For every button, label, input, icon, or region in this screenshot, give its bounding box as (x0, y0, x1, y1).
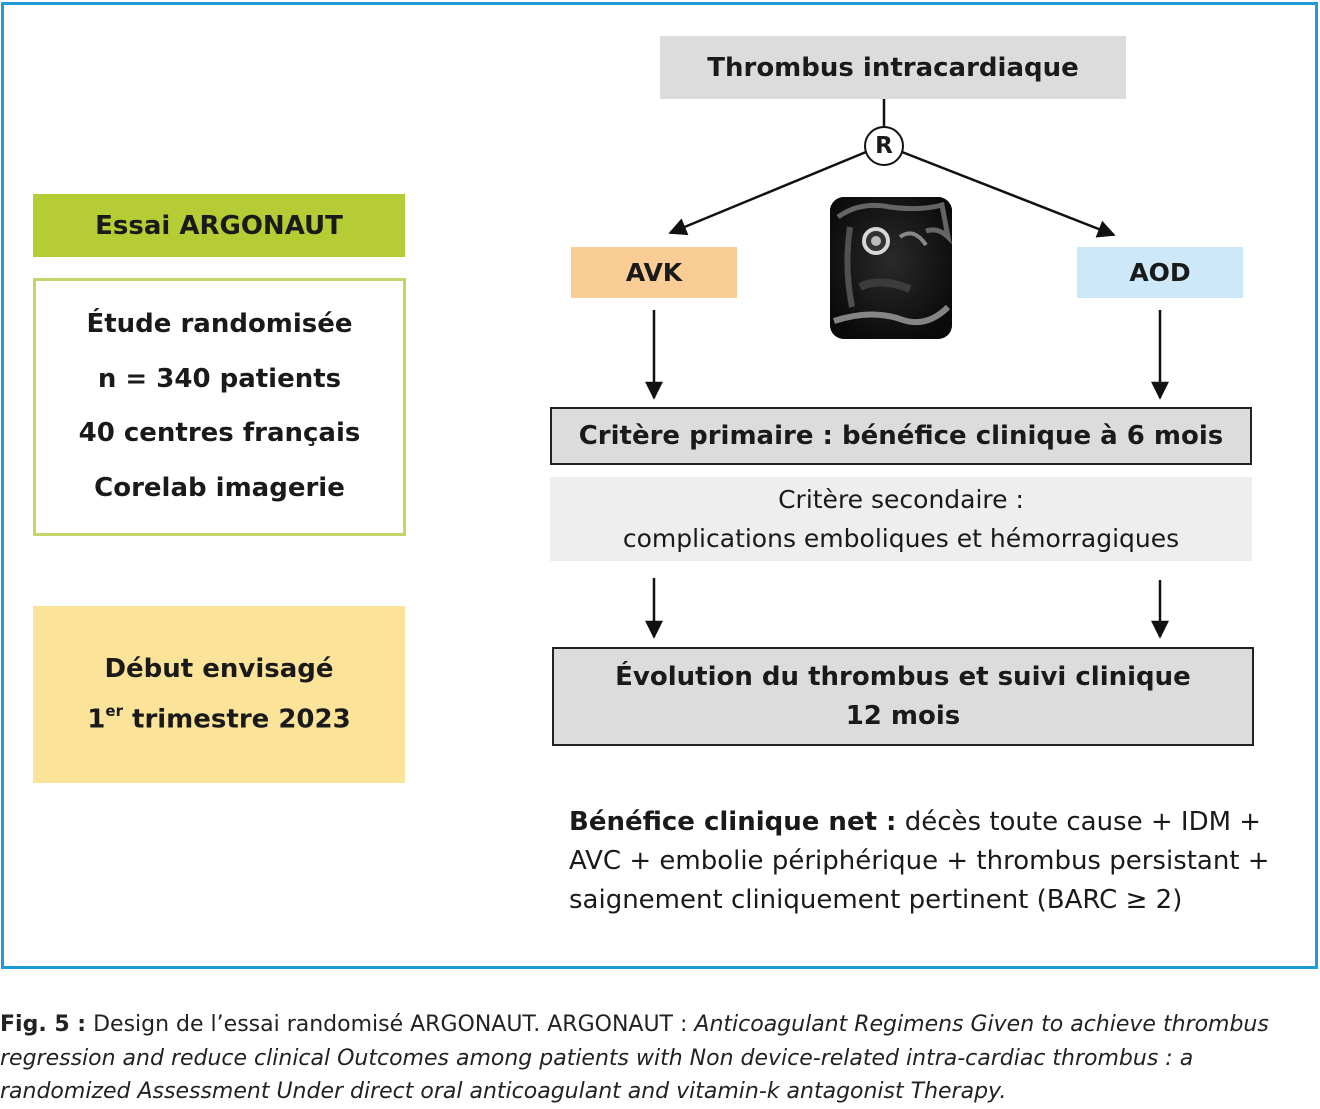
start-ordinal: 1 (87, 704, 106, 735)
primary-endpoint: Critère primaire : bénéfice clinique à 6… (578, 421, 1224, 451)
trial-details-box: Étude randomisée n = 340 patients 40 cen… (33, 278, 406, 536)
evolution-title: Évolution du thrombus et suivi clinique (615, 661, 1191, 692)
start-period: trimestre 2023 (122, 704, 351, 735)
detail-randomized: Étude randomisée (86, 309, 353, 340)
evolution-box: Évolution du thrombus et suivi clinique … (552, 647, 1254, 746)
thrombus-title: Thrombus intracardiaque (707, 52, 1079, 83)
trial-name-box: Essai ARGONAUT (33, 194, 405, 257)
randomization-label: R (875, 133, 893, 159)
start-label: Début envisagé (104, 654, 334, 685)
echocardiography-image (830, 197, 952, 339)
secondary-endpoint-text: complications emboliques et hémorragique… (622, 524, 1180, 553)
trial-name: Essai ARGONAUT (95, 210, 343, 241)
arrow-r-to-avk (668, 150, 867, 236)
secondary-endpoint-box: Critère secondaire : complications embol… (550, 477, 1252, 561)
avk-arm-box: AVK (571, 247, 737, 298)
evolution-duration: 12 mois (845, 700, 961, 731)
primary-endpoint-box: Critère primaire : bénéfice clinique à 6… (550, 407, 1252, 465)
net-clinical-benefit: Bénéfice clinique net : décès toute caus… (569, 803, 1309, 920)
arrow-r-to-aod (901, 150, 1116, 238)
caption-text: Design de l’essai randomisé ARGONAUT. AR… (86, 1012, 695, 1037)
randomization-circle: R (864, 126, 904, 166)
start-period-line: 1er trimestre 2023 (87, 702, 351, 735)
net-benefit-label: Bénéfice clinique net : (569, 807, 897, 837)
avk-label: AVK (625, 258, 683, 287)
detail-centres: 40 centres français (78, 418, 361, 449)
start-ordinal-suffix: er (105, 702, 123, 721)
detail-patients: n = 340 patients (97, 363, 342, 394)
aod-label: AOD (1129, 258, 1191, 287)
flow-arrows (645, 99, 1169, 639)
secondary-endpoint-title: Critère secondaire : (778, 485, 1024, 514)
figure-frame (1, 2, 1318, 969)
thrombus-title-box: Thrombus intracardiaque (660, 36, 1126, 99)
detail-corelab: Corelab imagerie (94, 472, 345, 503)
aod-arm-box: AOD (1077, 247, 1243, 298)
caption-label: Fig. 5 : (0, 1012, 87, 1037)
figure-caption: Fig. 5 : Design de l’essai randomisé ARG… (0, 1008, 1318, 1109)
caption-italic: Anticoagulant Regimens Given to achieve … (0, 1012, 1269, 1104)
net-benefit-text: décès toute cause + IDM + AVC + embolie … (569, 807, 1270, 915)
start-date-box: Début envisagé 1er trimestre 2023 (33, 606, 405, 783)
